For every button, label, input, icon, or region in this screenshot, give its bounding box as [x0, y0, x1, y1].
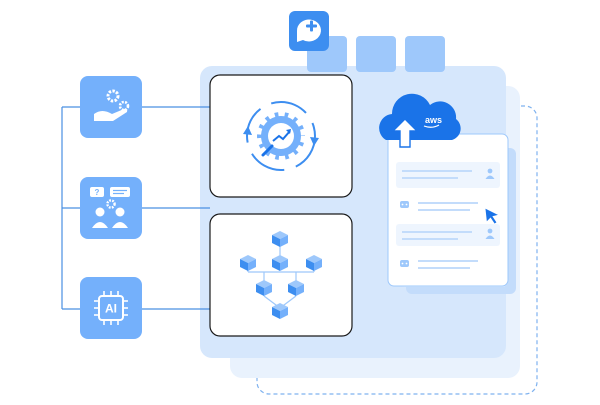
cube: [288, 280, 304, 296]
list-item: [396, 252, 500, 276]
list-item: [396, 162, 500, 188]
cube-tree-icon: [240, 231, 322, 319]
cube: [272, 303, 288, 319]
ai-chip-label: AI: [105, 302, 117, 316]
chat-plus-tile: [289, 11, 329, 51]
list-item: [396, 194, 500, 220]
hand-gears-icon: [94, 89, 130, 121]
aws-cloud-upload-icon: aws: [379, 93, 461, 148]
svg-text:?: ?: [95, 188, 100, 197]
cube-tree-card: [209, 213, 353, 337]
folder-tab: [356, 36, 396, 72]
list-item: [396, 224, 500, 246]
connector-lines: [61, 106, 210, 310]
document-front: [387, 133, 509, 287]
team-gears-icon: ?: [90, 187, 130, 228]
cube: [272, 255, 288, 271]
bot-icon: [400, 201, 409, 208]
folder-tab: [405, 36, 445, 72]
cube: [306, 255, 322, 271]
team-gears-tile: ?: [80, 177, 142, 239]
bot-icon: [400, 260, 409, 267]
ai-chip-tile: AI: [80, 277, 142, 339]
user-icon: [485, 228, 495, 239]
gear-analytics-icon: [243, 101, 319, 171]
user-icon: [485, 168, 495, 179]
cube: [272, 231, 288, 247]
hand-gears-tile: [80, 76, 142, 138]
cube: [240, 255, 256, 271]
aws-label: aws: [425, 115, 442, 125]
ai-chip-icon: AI: [94, 291, 128, 325]
analytics-card: [209, 74, 353, 198]
chat-plus-icon: [296, 19, 321, 42]
cube: [256, 280, 272, 296]
cursor-icon: [484, 207, 501, 225]
